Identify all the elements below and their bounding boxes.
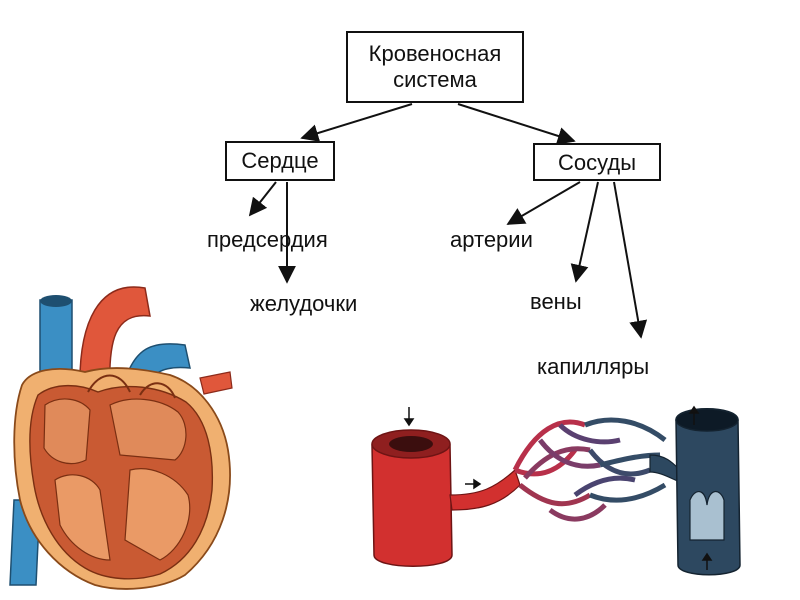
- arrow-vessels-to-arteries: [506, 181, 581, 225]
- root-node-line2: система: [393, 67, 477, 92]
- node-heart: Сердце: [225, 141, 335, 181]
- arrow-root-to-vessels: [457, 103, 576, 145]
- arrow-root-to-heart: [300, 103, 413, 142]
- arrow-vessels-to-capillaries: [613, 181, 648, 339]
- root-node-circulatory-system: Кровеносная система: [346, 31, 524, 103]
- arrow-vessels-to-veins: [570, 181, 599, 283]
- leaf-arteries: артерии: [450, 227, 533, 252]
- leaf-capillaries: капилляры: [537, 354, 650, 379]
- aorta: [79, 286, 151, 393]
- node-vessels: Сосуды: [533, 143, 661, 181]
- capillary-network: [512, 417, 667, 522]
- node-vessels-label: Сосуды: [557, 150, 637, 175]
- vein-segment: [675, 408, 741, 576]
- node-heart-label: Сердце: [241, 148, 319, 173]
- leaf-ventricles: желудочки: [250, 291, 358, 316]
- leaf-veins: вены: [530, 289, 582, 314]
- arrow-heart-to-atria: [248, 181, 277, 217]
- leaf-atria: предсердия: [207, 227, 328, 252]
- root-node-line1: Кровеносная: [368, 41, 502, 66]
